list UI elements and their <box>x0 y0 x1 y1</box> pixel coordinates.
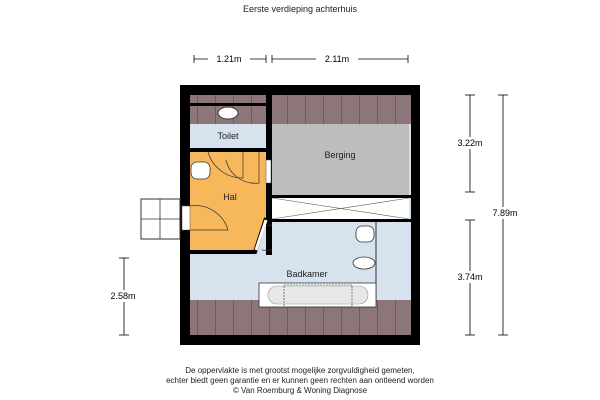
door-swing-entry <box>189 205 229 231</box>
room-berging <box>272 124 409 195</box>
stair-icon <box>140 198 181 240</box>
dim-top-right: 2.11m <box>325 54 349 64</box>
label-toilet: Toilet <box>217 131 239 141</box>
room-toilet <box>190 124 266 148</box>
dim-right-upper: 3.22m <box>457 138 482 148</box>
door-swing-berging <box>225 152 260 184</box>
toilet-bowl-icon <box>217 106 239 120</box>
label-hal: Hal <box>223 192 237 202</box>
roof-strip-top-left <box>190 95 266 103</box>
roof-strip-top-right <box>272 95 411 124</box>
sink-icon <box>190 161 211 180</box>
dim-top-left: 1.21m <box>216 54 241 64</box>
plan-title: Eerste verdieping achterhuis <box>242 4 358 14</box>
copyright: © Van Roemburg & Woning Diagnose <box>232 386 368 395</box>
badkamer-toilet-icon <box>352 256 376 270</box>
disclaimer: De oppervlakte is met grootst mogelijke … <box>0 366 600 396</box>
door-berging <box>265 159 272 184</box>
dim-left: 2.58m <box>110 291 135 301</box>
label-berging: Berging <box>324 150 355 160</box>
label-badkamer: Badkamer <box>286 269 327 279</box>
disclaimer-line-1: De oppervlakte is met grootst mogelijke … <box>185 366 415 375</box>
badkamer-sink-icon <box>355 225 375 243</box>
dim-right-lower: 3.74m <box>457 272 482 282</box>
door-entry <box>181 205 191 231</box>
disclaimer-line-2: echter biedt geen garantie en er kunnen … <box>166 376 434 385</box>
dim-right-total: 7.89m <box>492 208 517 218</box>
